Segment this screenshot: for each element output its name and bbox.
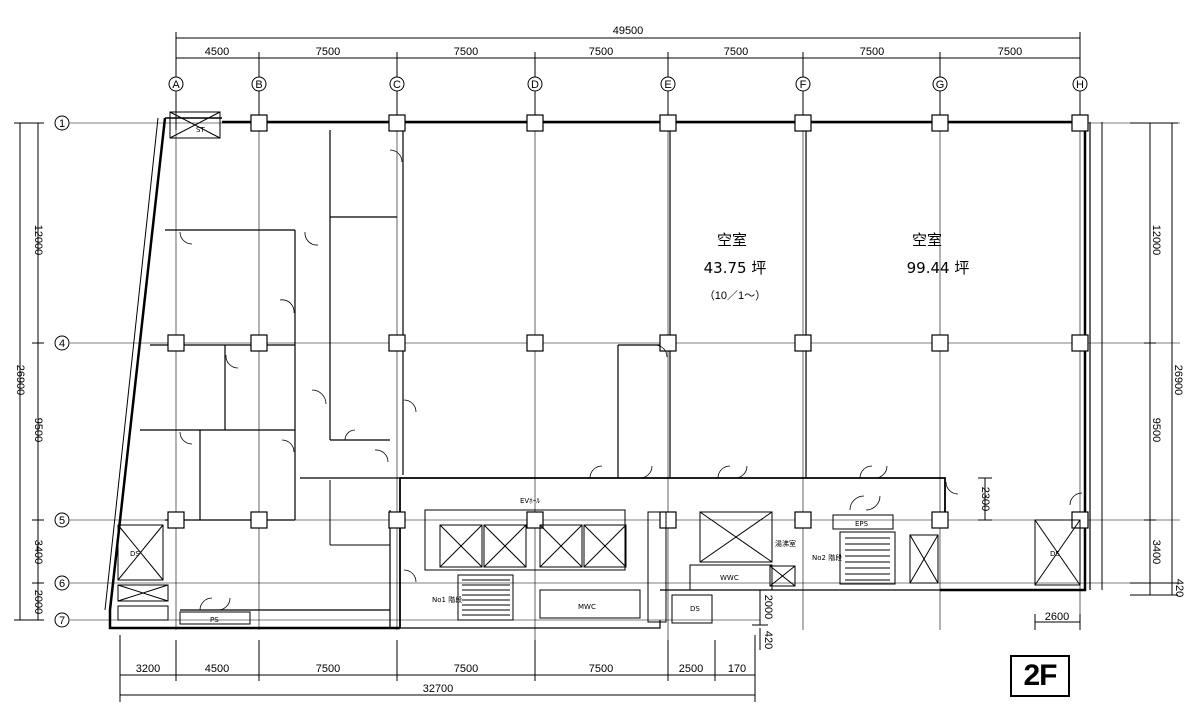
- grid-bubble-b: [251, 76, 267, 92]
- dim-left-total: 26900: [14, 365, 26, 396]
- dim-420: 420: [762, 631, 774, 649]
- dim-left-1-4: 12000: [32, 225, 44, 256]
- dim-bottom-2: 4500: [205, 663, 229, 675]
- dim-left-4-5: 9500: [32, 418, 44, 442]
- label-mwc: MWC: [578, 603, 596, 611]
- grid-label-6: 6: [59, 578, 65, 590]
- dim-2000: 2000: [762, 595, 774, 619]
- grid-bubble-6: [54, 575, 70, 591]
- dim-bottom-6: 2500: [679, 663, 703, 675]
- label-ev-hall: EVﾎｰﾙ: [520, 497, 540, 505]
- grid-bubble-g: [932, 76, 948, 92]
- grid-label-h: H: [1076, 79, 1084, 91]
- room-vacant-2-name: 空室: [912, 231, 942, 249]
- grid-bubble-7: [54, 612, 70, 628]
- grid-label-c: C: [393, 79, 401, 91]
- dim-right-total: 26900: [1172, 365, 1184, 396]
- dim-bottom-4: 7500: [454, 663, 478, 675]
- dim-top-gh: 7500: [998, 46, 1022, 58]
- bottom-dimension-lines: [119, 635, 756, 702]
- grid-bubble-c: [389, 76, 405, 92]
- grid-bubble-a: [168, 76, 184, 92]
- grid-bubble-4: [54, 335, 70, 351]
- misc-dimension-lines: [752, 477, 1081, 650]
- right-dimension-lines: [1130, 122, 1178, 596]
- label-wwc: WWC: [720, 574, 739, 582]
- interior-partitions: [140, 130, 807, 628]
- label-ds-core: DS: [690, 605, 700, 613]
- label-eps: EPS: [855, 520, 869, 528]
- dim-bottom-3: 7500: [316, 663, 340, 675]
- core-area: [117, 111, 1081, 625]
- room-vacant-1-name: 空室: [717, 231, 747, 249]
- grid-label-7: 7: [59, 615, 65, 627]
- row-grid-bubbles: [54, 115, 70, 628]
- structural-columns: [167, 114, 1089, 529]
- label-ds-left: DS: [130, 550, 140, 558]
- grid-label-1: 1: [59, 118, 65, 130]
- dim-top-ef: 7500: [724, 46, 748, 58]
- grid-label-d: D: [531, 79, 539, 91]
- grid-bubble-f: [795, 76, 811, 92]
- room-vacant-1-note: （10／1～）: [704, 289, 766, 302]
- dim-2300: 2300: [979, 487, 991, 511]
- grid-bubble-1: [54, 115, 70, 131]
- room-vacant-1-area: 43.75 坪: [704, 259, 767, 277]
- dim-left-5-6: 3400: [32, 540, 44, 564]
- grid-label-e: E: [664, 79, 671, 91]
- label-stair1: No1 階段: [432, 595, 462, 604]
- grid-label-b: B: [255, 79, 262, 91]
- grid-label-a: A: [172, 79, 180, 91]
- grid-label-g: G: [936, 79, 945, 91]
- dim-bottom-5: 7500: [589, 663, 613, 675]
- exterior-walls: [104, 117, 1103, 630]
- floor-label: 2F: [1010, 655, 1070, 697]
- room-vacant-2-area: 99.44 坪: [907, 259, 970, 277]
- dim-top-bc: 7500: [316, 46, 340, 58]
- dim-top-total: 49500: [613, 25, 644, 37]
- label-kyuto: 湯沸室: [775, 539, 796, 548]
- door-swings: [179, 149, 1083, 611]
- dim-top-fg: 7500: [860, 46, 884, 58]
- column-grid-bubbles: [168, 76, 1088, 92]
- dim-top-cd: 7500: [454, 46, 478, 58]
- dim-right-1-4: 12000: [1150, 225, 1162, 256]
- dim-right-5-6: 3400: [1150, 540, 1162, 564]
- dim-bottom-total: 32700: [423, 683, 454, 695]
- label-ps: PS: [210, 616, 219, 624]
- dim-2600: 2600: [1045, 611, 1069, 623]
- label-ds-right: DS: [1050, 550, 1060, 558]
- grid-bubble-e: [660, 76, 676, 92]
- dim-top-de: 7500: [589, 46, 613, 58]
- grid-label-f: F: [800, 79, 807, 91]
- dim-right-4-5: 9500: [1150, 418, 1162, 442]
- dim-right-6-end: 420: [1173, 579, 1185, 597]
- grid-label-4: 4: [59, 338, 65, 350]
- dim-left-6-7: 2000: [32, 590, 44, 614]
- grid-bubble-d: [527, 76, 543, 92]
- dim-bottom-7: 170: [728, 663, 746, 675]
- grid-label-5: 5: [59, 515, 65, 527]
- dim-bottom-1: 3200: [136, 663, 160, 675]
- left-dimension-lines: [14, 122, 44, 621]
- label-stair2: No2 階段: [812, 553, 842, 562]
- grid-bubble-5: [54, 512, 70, 528]
- label-st: ST: [196, 126, 205, 134]
- dim-top-ab: 4500: [205, 46, 229, 58]
- grid-bubble-h: [1072, 76, 1088, 92]
